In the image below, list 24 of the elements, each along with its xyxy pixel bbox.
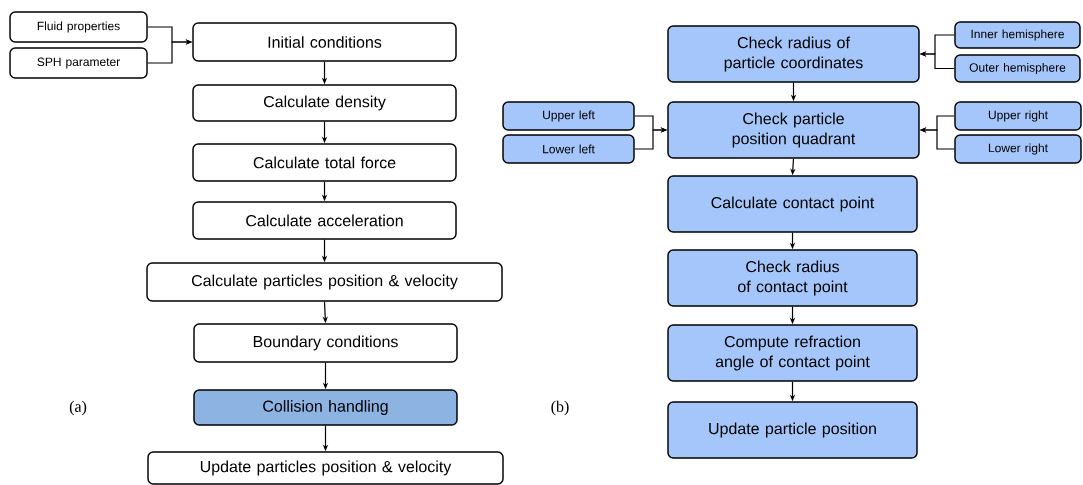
process-box: Check radius of particle coordinates — [667, 25, 920, 83]
process-box: Update particles position & velocity — [147, 451, 504, 485]
process-box: Collision handling — [193, 389, 458, 426]
process-box: Calculate contact point — [667, 175, 918, 233]
panel-label: (b) — [551, 400, 569, 416]
input-box: Inner hemisphere — [954, 21, 1081, 49]
input-box: Fluid properties — [9, 11, 148, 43]
input-box: Upper left — [502, 101, 635, 131]
input-box: Outer hemisphere — [954, 54, 1081, 83]
input-box: Lower right — [954, 134, 1082, 164]
process-box: Calculate acceleration — [192, 201, 457, 240]
process-box: Calculate particles position & velocity — [146, 262, 503, 302]
process-box: Check particle position quadrant — [667, 101, 920, 159]
process-box: Compute refraction angle of contact point — [667, 324, 918, 382]
input-box: SPH parameter — [9, 47, 148, 79]
input-box: Lower left — [502, 134, 635, 164]
process-box: Initial conditions — [192, 22, 457, 62]
process-box: Boundary conditions — [193, 323, 458, 363]
input-box: Upper right — [954, 101, 1082, 131]
panel-label: (a) — [69, 400, 87, 416]
process-box: Calculate total force — [192, 143, 457, 182]
process-box: Calculate density — [192, 84, 457, 122]
process-box: Update particle position — [667, 401, 918, 459]
process-box: Check radius of contact point — [667, 249, 918, 307]
